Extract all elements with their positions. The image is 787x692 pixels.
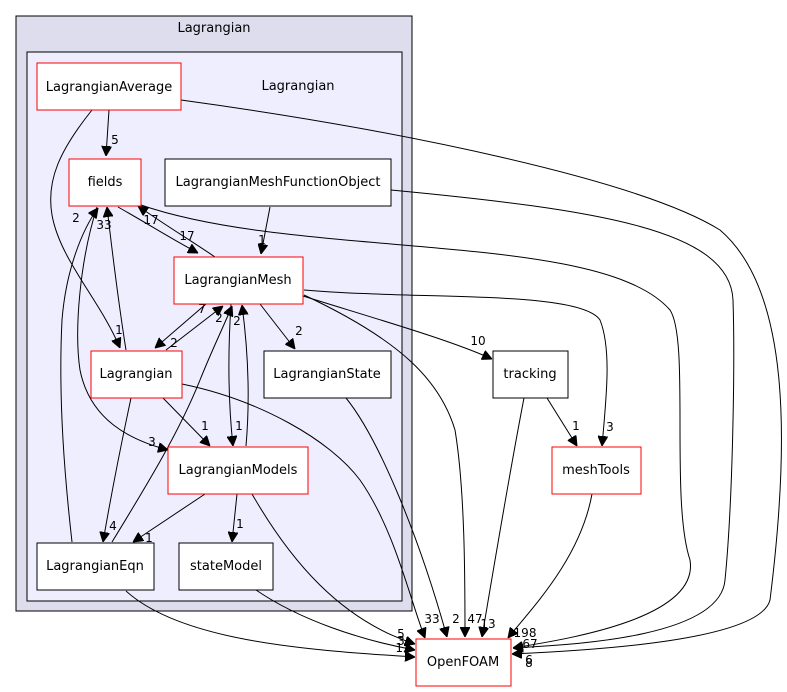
- node-openfoam[interactable]: OpenFOAM: [415, 638, 512, 687]
- node-label: LagrangianAverage: [46, 80, 172, 95]
- edge-label: 1: [236, 517, 244, 531]
- node-lagrangian[interactable]: Lagrangian: [90, 350, 183, 399]
- edge-label: 2: [215, 311, 223, 325]
- edge-fields-to-mesh: [117, 206, 198, 253]
- edge-average-to-openfoam: [180, 99, 782, 654]
- edge-meshtools-to-openfoam: [508, 493, 593, 638]
- edge-label: 47: [467, 612, 482, 626]
- edge-label: 1: [258, 233, 266, 247]
- node-label: OpenFOAM: [427, 655, 499, 670]
- edge-label: 5: [111, 133, 119, 147]
- edges: [50, 99, 782, 657]
- edge-eqn-to-openfoam: [125, 590, 415, 657]
- edge-models-to-eqn: [133, 493, 206, 542]
- edge-models-to-mesh: [242, 305, 249, 447]
- edge-mfo-to-openfoam: [390, 189, 735, 648]
- edge-label: 17: [143, 213, 158, 227]
- edge-label: 2: [72, 211, 80, 225]
- edge-fields-to-models: [77, 206, 168, 450]
- outer-cluster-title: Lagrangian: [177, 21, 250, 36]
- edge-label: 33: [424, 612, 439, 626]
- edge-label: 4: [109, 519, 117, 533]
- edge-label: 1: [145, 531, 153, 545]
- edge-statemodel-to-openfoam: [255, 589, 415, 650]
- edge-lagrangian-to-openfoam: [181, 383, 425, 638]
- edge-label: 1: [201, 419, 209, 433]
- edge-label: 3: [606, 420, 614, 434]
- node-label: meshTools: [562, 463, 630, 478]
- edge-label: 2: [452, 612, 460, 626]
- edge-mesh-to-models: [229, 303, 233, 446]
- edge-label: 7: [198, 302, 206, 316]
- edge-tracking-to-meshtools: [546, 397, 577, 446]
- edge-label: 2: [233, 314, 241, 328]
- edge-mfo-to-mesh: [261, 206, 271, 254]
- edge-lagrangian-to-mesh: [165, 306, 223, 351]
- edge-mesh-to-state: [259, 303, 295, 349]
- edge-label: 2: [170, 336, 178, 350]
- node-label: Lagrangian: [99, 367, 172, 382]
- edge-label: 1: [572, 419, 580, 433]
- edge-mesh-to-tracking: [302, 295, 492, 359]
- node-lagrangian-average[interactable]: LagrangianAverage: [36, 62, 182, 111]
- node-label: stateModel: [190, 559, 262, 574]
- edge-label: 17: [179, 229, 194, 243]
- edge-state-to-openfoam: [345, 397, 447, 637]
- edge-lagrangian-to-eqn: [103, 397, 132, 542]
- node-lagrangian-models[interactable]: LagrangianModels: [167, 446, 309, 495]
- edge-lagrangian-to-models: [162, 397, 210, 446]
- edge-label: 3: [397, 634, 405, 648]
- edge-models-to-statemodel: [232, 493, 237, 542]
- edge-labels: 5 1 17 17 1 33 2 2 7 2 10 3 1 2 1 3 4 2 …: [72, 133, 614, 670]
- edge-tracking-to-openfoam: [482, 397, 525, 637]
- node-lagrangian-mesh-function-object[interactable]: LagrangianMeshFunctionObject: [164, 158, 392, 207]
- edge-label: 5: [397, 627, 405, 641]
- node-fields[interactable]: fields: [68, 158, 142, 207]
- edge-eqn-to-fields: [60, 208, 98, 543]
- node-lagrangian-mesh[interactable]: LagrangianMesh: [173, 256, 304, 305]
- inner-cluster: Lagrangian: [26, 51, 403, 602]
- node-lagrangian-state[interactable]: LagrangianState: [263, 350, 392, 399]
- edge-label: 12: [395, 641, 410, 655]
- edge-label: 198: [514, 626, 537, 640]
- node-state-model[interactable]: stateModel: [178, 542, 274, 591]
- node-label: LagrangianState: [273, 367, 381, 382]
- edge-average-to-lagrangian: [50, 109, 120, 348]
- edge-mesh-to-lagrangian: [155, 303, 207, 348]
- edge-fields-to-openfoam: [140, 204, 691, 648]
- inner-cluster-title: Lagrangian: [261, 79, 334, 94]
- edge-mesh-to-meshtools: [303, 289, 607, 446]
- edge-label: 3: [148, 435, 156, 449]
- edge-eqn-to-mesh: [111, 306, 232, 543]
- edge-label: 1: [235, 419, 243, 433]
- node-label: LagrangianMeshFunctionObject: [176, 175, 381, 190]
- edge-label: 33: [96, 218, 111, 232]
- edge-lagrangian-to-fields: [107, 207, 127, 351]
- node-lagrangian-eqn[interactable]: LagrangianEqn: [36, 542, 155, 591]
- node-label: LagrangianMesh: [184, 273, 291, 288]
- node-tracking[interactable]: tracking: [492, 350, 569, 399]
- node-label: LagrangianModels: [179, 463, 298, 478]
- edge-mesh-to-openfoam: [303, 294, 465, 637]
- edge-label: 2: [295, 324, 303, 338]
- edge-average-to-fields: [106, 109, 109, 156]
- edge-label: 1: [115, 323, 123, 337]
- node-label: tracking: [503, 367, 556, 382]
- edge-label: 67: [522, 637, 537, 651]
- edge-label: 6: [525, 653, 533, 667]
- edge-label: 10: [470, 334, 485, 348]
- node-mesh-tools[interactable]: meshTools: [551, 446, 642, 495]
- edge-models-to-openfoam: [251, 493, 415, 644]
- edge-label: 8: [525, 656, 533, 670]
- edge-mesh-to-fields: [138, 206, 216, 258]
- node-label: LagrangianEqn: [46, 559, 144, 574]
- edge-label: 13: [480, 617, 495, 631]
- node-label: fields: [88, 175, 123, 190]
